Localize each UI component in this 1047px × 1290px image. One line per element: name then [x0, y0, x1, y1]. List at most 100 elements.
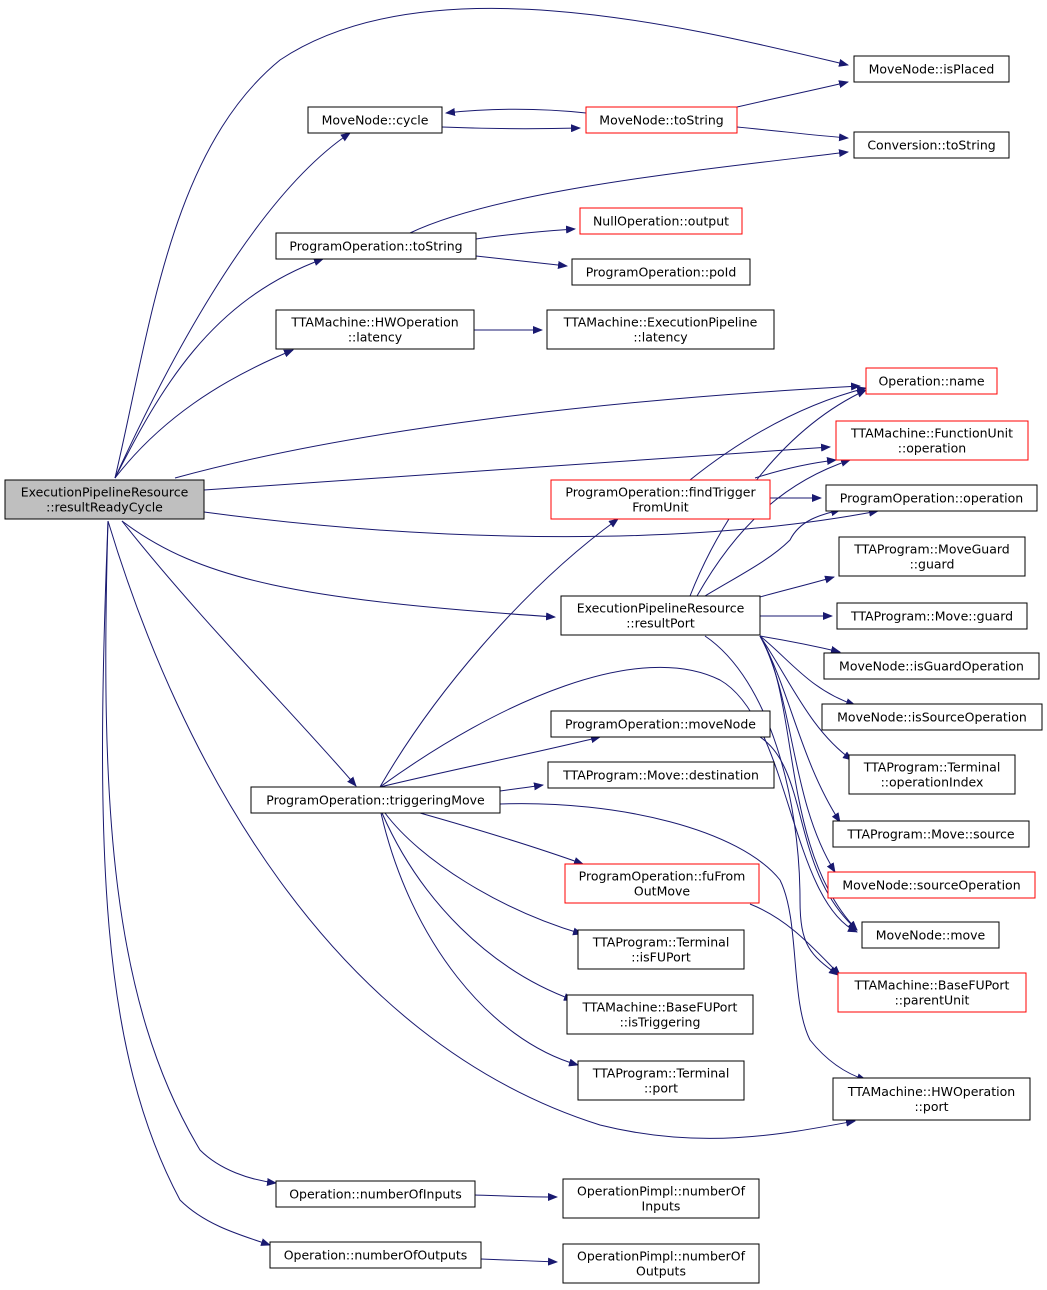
node-box[interactable]: [571, 258, 751, 286]
node-po-move-node[interactable]: ProgramOperation::moveNode: [550, 710, 771, 738]
node-move-dest[interactable]: TTAProgram::Move::destination: [547, 761, 775, 789]
node-box[interactable]: [832, 1077, 1031, 1121]
node-box[interactable]: [275, 309, 475, 350]
node-box[interactable]: [865, 367, 998, 395]
node-box[interactable]: [837, 972, 1027, 1013]
node-fu-operation[interactable]: TTAMachine::FunctionUnit::operation: [835, 420, 1029, 461]
node-box[interactable]: [832, 820, 1030, 848]
node-label: NullOperation::output: [593, 214, 729, 229]
node-box[interactable]: [566, 994, 754, 1035]
node-box[interactable]: [564, 863, 760, 904]
node-triggering-move[interactable]: ProgramOperation::triggeringMove: [250, 786, 501, 814]
node-ep-latency[interactable]: TTAMachine::ExecutionPipeline::latency: [546, 309, 775, 350]
node-box[interactable]: [560, 595, 761, 636]
edge-root-to-num-outputs: [102, 520, 271, 1246]
node-result-port[interactable]: ExecutionPipelineResource::resultPort: [560, 595, 761, 636]
node-label: Inputs: [642, 1199, 681, 1214]
node-box[interactable]: [585, 106, 738, 134]
edge-root-to-result-port: [121, 520, 556, 621]
node-box[interactable]: [577, 1060, 745, 1101]
node-box[interactable]: [562, 1243, 760, 1284]
node-label: TTAProgram::Move::destination: [562, 768, 759, 783]
node-box[interactable]: [250, 786, 501, 814]
node-box[interactable]: [836, 602, 1028, 630]
node-po-to-string[interactable]: ProgramOperation::toString: [275, 232, 477, 260]
node-term-port[interactable]: TTAProgram::Terminal::port: [577, 1060, 745, 1101]
edge-result-port-to-mg-guard: [759, 575, 835, 598]
node-cycle[interactable]: MoveNode::cycle: [307, 106, 443, 134]
node-is-guard-op[interactable]: MoveNode::isGuardOperation: [823, 652, 1040, 680]
node-hw-latency[interactable]: TTAMachine::HWOperation::latency: [275, 309, 475, 350]
node-label: OperationPimpl::numberOf: [577, 1249, 746, 1264]
edge-triggering-move-to-mn-move: [379, 666, 858, 933]
node-label: TTAMachine::BaseFUPort: [582, 1000, 738, 1015]
node-box[interactable]: [275, 232, 477, 260]
node-null-output[interactable]: NullOperation::output: [579, 207, 743, 235]
edge-root-to-triggering-move: [121, 520, 357, 787]
node-op-index[interactable]: TTAProgram::Terminal::operationIndex: [848, 754, 1016, 795]
node-box[interactable]: [825, 484, 1038, 512]
node-box[interactable]: [821, 703, 1043, 731]
node-is-placed[interactable]: MoveNode::isPlaced: [853, 55, 1010, 83]
node-mn-move[interactable]: MoveNode::move: [861, 921, 1000, 949]
node-po-id[interactable]: ProgramOperation::poId: [571, 258, 751, 286]
node-box[interactable]: [853, 55, 1010, 83]
node-label: FromUnit: [632, 500, 689, 515]
node-pimpl-inputs[interactable]: OperationPimpl::numberOfInputs: [562, 1178, 760, 1219]
node-num-inputs[interactable]: Operation::numberOfInputs: [275, 1180, 476, 1208]
node-is-source-op[interactable]: MoveNode::isSourceOperation: [821, 703, 1043, 731]
node-box[interactable]: [853, 131, 1010, 159]
edge-triggering-move-to-move-dest: [499, 782, 544, 792]
node-is-fuport[interactable]: TTAProgram::Terminal::isFUPort: [577, 929, 745, 970]
node-pimpl-outputs[interactable]: OperationPimpl::numberOfOutputs: [562, 1243, 760, 1284]
node-box[interactable]: [275, 1180, 476, 1208]
edge-mn-to-string-to-is-placed: [736, 80, 849, 108]
node-move-guard[interactable]: TTAProgram::Move::guard: [836, 602, 1028, 630]
node-box[interactable]: [307, 106, 443, 134]
node-box[interactable]: [550, 710, 771, 738]
node-box[interactable]: [827, 871, 1036, 899]
node-box[interactable]: [579, 207, 743, 235]
node-box[interactable]: [547, 761, 775, 789]
edge-triggering-move-to-term-port: [380, 812, 579, 1067]
node-label: ::latency: [633, 330, 688, 345]
node-op-name[interactable]: Operation::name: [865, 367, 998, 395]
edge-po-to-string-to-null-output: [475, 225, 576, 240]
node-label: TTAProgram::Terminal: [592, 935, 730, 950]
node-box[interactable]: [546, 309, 775, 350]
edge-triggering-move-to-hw-port: [499, 803, 867, 1082]
node-box[interactable]: [835, 420, 1029, 461]
node-is-triggering[interactable]: TTAMachine::BaseFUPort::isTriggering: [566, 994, 754, 1035]
node-mg-guard[interactable]: TTAProgram::MoveGuard::guard: [838, 536, 1026, 577]
node-move-source[interactable]: TTAProgram::Move::source: [832, 820, 1030, 848]
node-box[interactable]: [577, 929, 745, 970]
edge-find-trigger-to-fu-operation: [754, 457, 837, 479]
node-box[interactable]: [848, 754, 1016, 795]
edges-layer: [102, 7, 879, 1266]
edge-find-trigger-to-op-name: [689, 386, 867, 481]
edge-root-to-hw-port: [107, 520, 856, 1139]
node-conv-to-string[interactable]: Conversion::toString: [853, 131, 1010, 159]
node-root[interactable]: ExecutionPipelineResource::resultReadyCy…: [4, 479, 205, 520]
node-box[interactable]: [562, 1178, 760, 1219]
node-label: TTAMachine::HWOperation: [847, 1084, 1015, 1099]
edge-root-to-po-operation: [203, 508, 879, 538]
node-num-outputs[interactable]: Operation::numberOfOutputs: [269, 1241, 482, 1269]
edge-fu-from-out-to-parent-unit: [749, 903, 841, 976]
node-source-operation[interactable]: MoveNode::sourceOperation: [827, 871, 1036, 899]
node-box[interactable]: [550, 479, 771, 520]
node-label: ExecutionPipelineResource: [577, 601, 745, 616]
node-mn-to-string[interactable]: MoveNode::toString: [585, 106, 738, 134]
node-po-operation[interactable]: ProgramOperation::operation: [825, 484, 1038, 512]
node-box[interactable]: [4, 479, 205, 520]
node-box[interactable]: [823, 652, 1040, 680]
node-box[interactable]: [861, 921, 1000, 949]
node-box[interactable]: [838, 536, 1026, 577]
node-hw-port[interactable]: TTAMachine::HWOperation::port: [832, 1077, 1031, 1121]
node-parent-unit[interactable]: TTAMachine::BaseFUPort::parentUnit: [837, 972, 1027, 1013]
node-box[interactable]: [269, 1241, 482, 1269]
